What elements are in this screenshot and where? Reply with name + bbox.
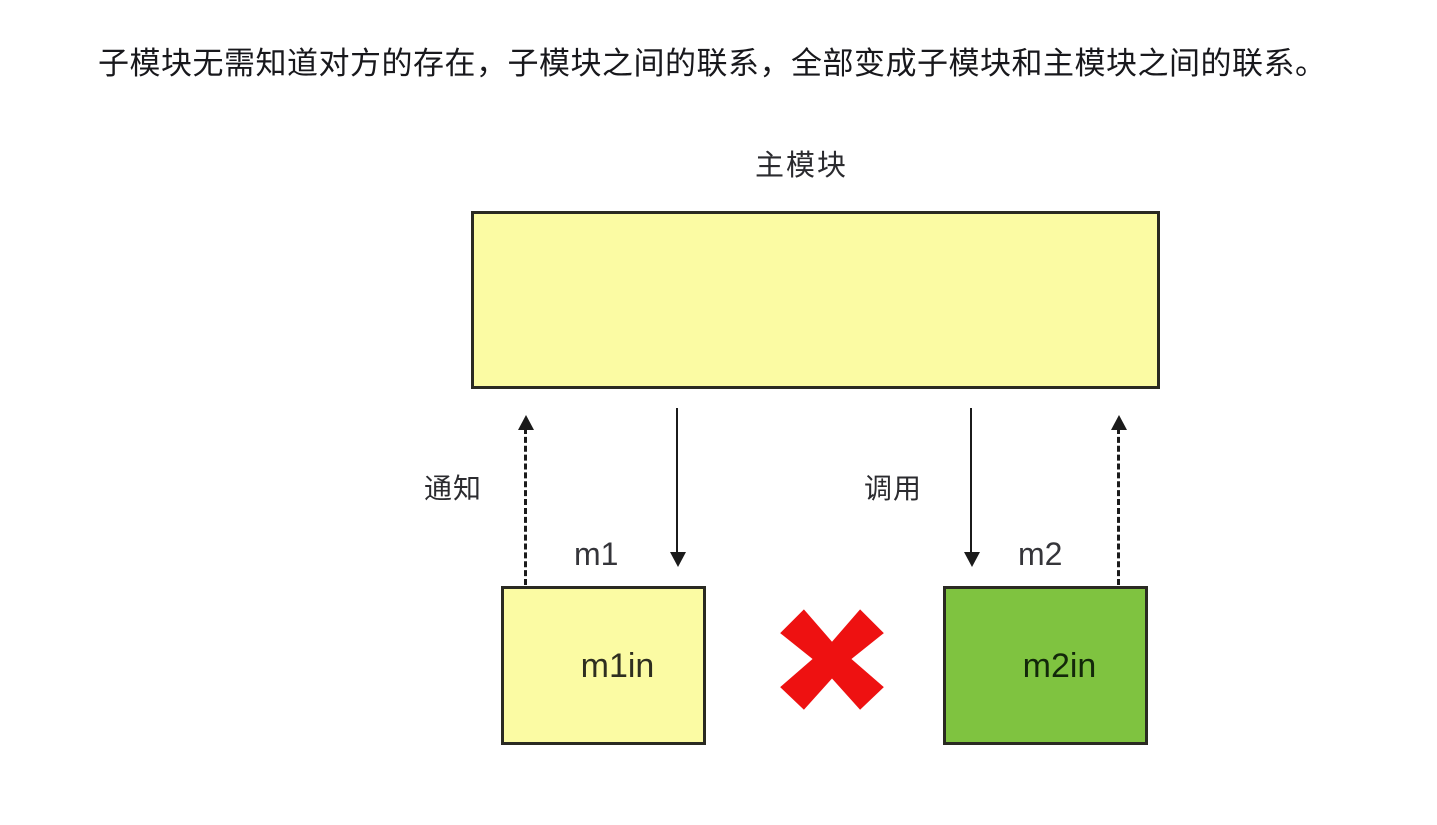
arrow-shaft <box>676 408 678 554</box>
arrow-head-up-icon <box>1111 415 1127 430</box>
arrow-shaft <box>1117 428 1120 585</box>
submodule-box-m1in: m1in <box>501 586 706 745</box>
arrow-shaft <box>524 428 527 585</box>
edge-label-invoke: 调用 <box>864 473 923 504</box>
submodule-label-m1: m1 <box>574 536 619 572</box>
arrow-m2-invoke-down <box>964 408 980 567</box>
arrow-m1-invoke-down <box>670 408 686 567</box>
submodule-box-m2in: m2in <box>943 586 1148 745</box>
arrow-shaft <box>970 408 972 554</box>
main-module-box <box>471 211 1160 389</box>
arrow-head-down-icon <box>670 552 686 567</box>
arrow-m1-notify-up <box>518 415 534 585</box>
submodule-label-m2: m2 <box>1018 536 1063 572</box>
edge-label-notify: 通知 <box>424 473 483 504</box>
arrow-head-down-icon <box>964 552 980 567</box>
main-module-label: 主模块 <box>755 150 849 182</box>
arrow-m2-notify-up <box>1111 415 1127 585</box>
submodule-box-m2in-text: m2in <box>1022 646 1097 685</box>
red-cross-icon <box>778 605 886 713</box>
page-title: 子模块无需知道对方的存在，子模块之间的联系，全部变成子模块和主模块之间的联系。 <box>98 46 1327 81</box>
submodule-box-m1in-text: m1in <box>580 646 655 685</box>
arrow-head-up-icon <box>518 415 534 430</box>
